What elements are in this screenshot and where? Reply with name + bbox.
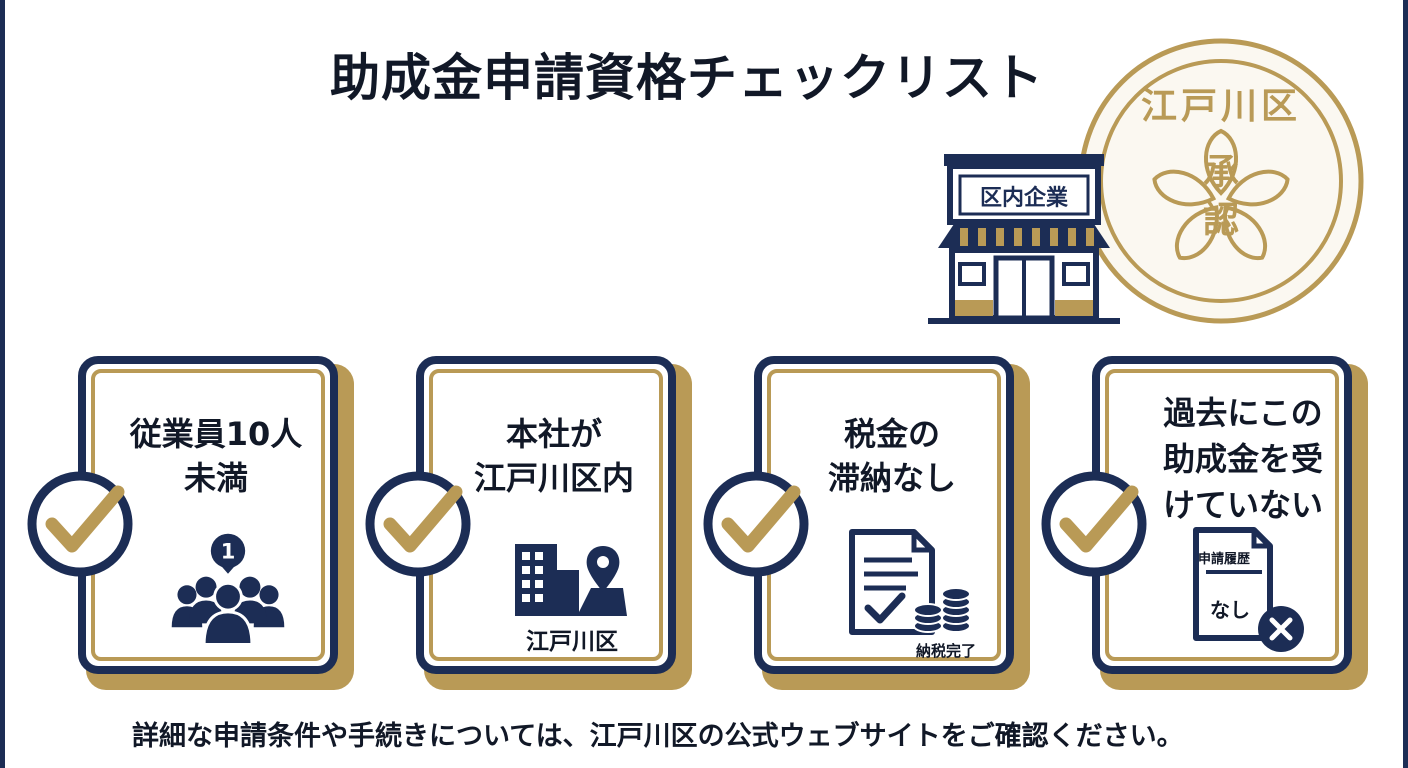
card-label-line2: 滞納なし	[827, 459, 956, 497]
edogawa-approval-seal: 江戸川区 承 認	[1078, 38, 1364, 324]
check-icon	[703, 471, 809, 577]
frame-left-border	[0, 0, 5, 768]
checklist-card-past-subsidy: 過去にこの 助成金を受 けていない 申請履歴 なし	[1041, 356, 1368, 690]
office-building-pin-icon	[515, 544, 627, 616]
sakura-icon	[1152, 128, 1290, 261]
check-icon	[365, 471, 471, 577]
history-doc-title: 申請履歴	[1198, 552, 1251, 567]
employees-group-icon: 1	[171, 533, 285, 646]
seal-approved-1: 承	[1203, 152, 1239, 193]
history-doc-body: なし	[1210, 598, 1250, 622]
storefront-icon: 区内企業	[928, 154, 1120, 324]
frame-right-border	[1403, 0, 1408, 768]
card-label-line2: 未満	[183, 459, 248, 497]
checklist-card-employees: 従業員10人 未満 1	[27, 356, 354, 690]
card-label: 税金の 滞納なし	[794, 412, 990, 500]
page-title: 助成金申請資格チェックリスト	[330, 49, 1044, 107]
card-label: 従業員10人 未満	[118, 412, 314, 500]
seal-approved-2: 認	[1203, 200, 1239, 241]
card-label-line2: 江戸川区内	[473, 459, 634, 497]
card-label-line1: 過去にこの	[1163, 394, 1323, 432]
card-label-line3: けていない	[1162, 486, 1323, 524]
check-icon	[27, 471, 133, 577]
card-label-line2: 助成金を受	[1162, 440, 1323, 478]
close-icon	[1258, 606, 1304, 652]
check-icon	[1041, 471, 1147, 577]
checklist-card-headquarters: 本社が 江戸川区内 江戸川区	[365, 356, 692, 690]
shop-sign-text: 区内企業	[980, 185, 1069, 211]
card-label-line1: 税金の	[843, 415, 940, 453]
employee-count-badge: 1	[221, 540, 236, 564]
card-label-line1: 従業員10人	[129, 415, 303, 453]
footer-note: 詳細な申請条件や手続きについては、江戸川区の公式ウェブサイトをご確認ください。	[132, 721, 1184, 752]
ward-caption: 江戸川区	[526, 629, 618, 655]
tax-paid-caption: 納税完了	[915, 642, 976, 660]
card-label-line1: 本社が	[505, 415, 602, 453]
seal-ward-text: 江戸川区	[1141, 86, 1301, 127]
checklist-card-taxes: 税金の 滞納なし 納税完了	[703, 356, 1030, 690]
tax-document-coins-icon	[849, 529, 971, 635]
application-history-document-icon	[1193, 527, 1273, 641]
card-label: 本社が 江戸川区内	[456, 412, 652, 500]
card-label: 過去にこの 助成金を受 けていない	[1140, 390, 1346, 528]
